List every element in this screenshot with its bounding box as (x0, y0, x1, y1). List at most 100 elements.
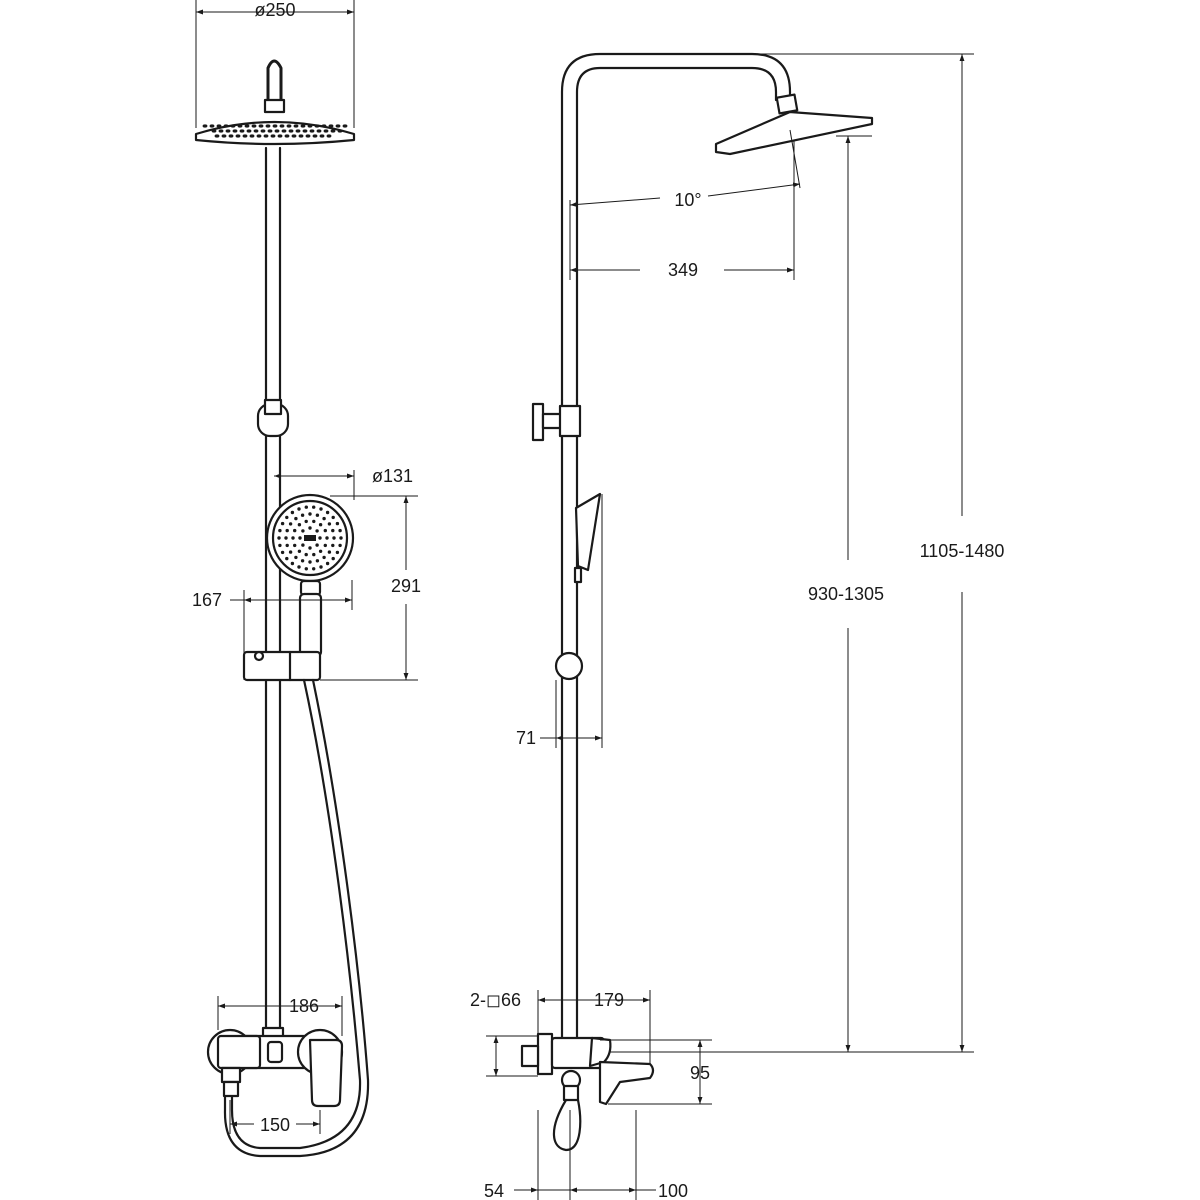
hand-nozzle-dot (285, 543, 289, 548)
label-connections: 2-◻66 (470, 990, 521, 1010)
rain-nozzle-dot (256, 134, 262, 138)
hand-nozzle-dot (323, 528, 327, 533)
hand-nozzle-dot (315, 543, 319, 547)
hand-nozzle-dot (315, 529, 319, 533)
hand-nozzle-dot (278, 528, 282, 533)
rain-nozzle-dot (237, 124, 243, 128)
rain-nozzle-dot (216, 124, 222, 128)
label-mixer-width: 186 (289, 996, 319, 1016)
hand-nozzle-dot (325, 510, 330, 515)
rain-nozzle-dot (321, 124, 327, 128)
label-holder-depth: 71 (516, 728, 536, 748)
side-spout (598, 1060, 655, 1106)
rain-nozzle-dot (218, 129, 224, 133)
label-hand-diameter: ø131 (372, 466, 413, 486)
hand-center-badge (304, 535, 316, 541)
hand-nozzle-dot (325, 536, 329, 540)
front-arm-nut (263, 98, 286, 114)
hand-nozzle-dot (315, 513, 320, 517)
rain-nozzle-dot (288, 129, 294, 133)
rain-nozzle-dot (300, 124, 306, 128)
rain-nozzle-dot (202, 124, 208, 128)
hand-nozzle-dot (319, 507, 323, 511)
rain-nozzle-dot (337, 129, 343, 133)
rain-nozzle-dot (260, 129, 266, 133)
rain-nozzle-dot (316, 129, 322, 133)
hand-nozzle-dot (304, 519, 308, 524)
hand-nozzle-dot (301, 543, 305, 547)
rain-nozzle-dot (214, 134, 220, 138)
hand-nozzle-dot (312, 505, 316, 509)
hand-nozzle-dot (318, 523, 323, 527)
hand-nozzle-dot (327, 550, 332, 554)
front-view (194, 59, 370, 1158)
label-arm-reach: 349 (668, 260, 698, 280)
hand-nozzle-dot (335, 550, 340, 555)
hand-nozzle-dot (280, 521, 285, 526)
hand-nozzle-dot (312, 552, 316, 557)
rain-nozzle-dot (279, 124, 285, 128)
rain-nozzle-dot (302, 129, 308, 133)
hose-inner (223, 678, 370, 1158)
hand-nozzle-dot (322, 516, 326, 521)
hand-nozzle-dot (308, 560, 312, 564)
hand-nozzle-dot (293, 528, 297, 533)
hand-nozzle-dot (300, 513, 305, 517)
rain-nozzle-dot (295, 129, 301, 133)
front-bracket-clip (263, 398, 283, 416)
rain-nozzle-dot (267, 129, 273, 133)
mixer-center-knob (266, 1040, 284, 1064)
rain-nozzle-dot (307, 124, 313, 128)
hand-nozzle-dot (293, 543, 297, 548)
hand-nozzle-dot (297, 565, 301, 569)
hand-nozzle-dot (331, 543, 335, 548)
rain-nozzle-dot (305, 134, 311, 138)
mixer-lever (308, 1038, 344, 1108)
hand-nozzle-dot (318, 549, 323, 553)
hand-nozzle-dot (304, 505, 308, 509)
rain-nozzle-dot (251, 124, 257, 128)
rain-nozzle-dot (335, 124, 341, 128)
hand-nozzle-dot (339, 536, 343, 540)
hand-nozzle-dot (318, 536, 322, 540)
rain-nozzle-dot (225, 129, 231, 133)
hand-nozzle-dot (298, 536, 302, 540)
hand-nozzle-dot (297, 549, 302, 553)
hand-nozzle-dot (294, 516, 298, 521)
hand-nozzle-dot (332, 536, 336, 540)
rain-nozzle-dot (263, 134, 269, 138)
rain-nozzle-dot (253, 129, 259, 133)
rain-nozzle-dot (274, 129, 280, 133)
rain-nozzle-dot (277, 134, 283, 138)
side-rain-head (714, 110, 874, 156)
rain-nozzle-dot (239, 129, 245, 133)
rain-nozzle-dot (286, 124, 292, 128)
dimension-lines (195, 0, 974, 1200)
hand-nozzle-dot (331, 515, 335, 520)
hand-nozzle-dot (290, 510, 295, 515)
side-arm-nut (775, 93, 799, 115)
label-mixer-centers: 150 (260, 1115, 290, 1135)
hand-nozzle-dot (315, 559, 320, 563)
front-arm-stub (266, 59, 283, 104)
side-wall-plate (531, 402, 545, 442)
side-hose (552, 1098, 582, 1152)
rain-nozzle-dot (223, 124, 229, 128)
hand-nozzle-dot (331, 556, 335, 561)
hand-nozzle-dot (297, 523, 302, 527)
rain-nozzle-dot (312, 134, 318, 138)
label-total-height: 1105-1480 (920, 541, 1005, 561)
rain-nozzle-dot (228, 134, 234, 138)
rain-nozzle-dot (249, 134, 255, 138)
rain-nozzle-dot (242, 134, 248, 138)
side-hand-shower (574, 492, 602, 572)
rain-nozzle-dot (330, 129, 336, 133)
hand-nozzle-dot (280, 550, 285, 555)
rain-shower-head (194, 120, 356, 146)
side-view (520, 52, 874, 1152)
side-slider (554, 651, 584, 681)
hand-nozzle-dot (319, 565, 323, 569)
hand-nozzle-dot (312, 519, 316, 524)
hand-nozzle-dot (338, 528, 342, 533)
hand-nozzle-dot (325, 561, 330, 566)
